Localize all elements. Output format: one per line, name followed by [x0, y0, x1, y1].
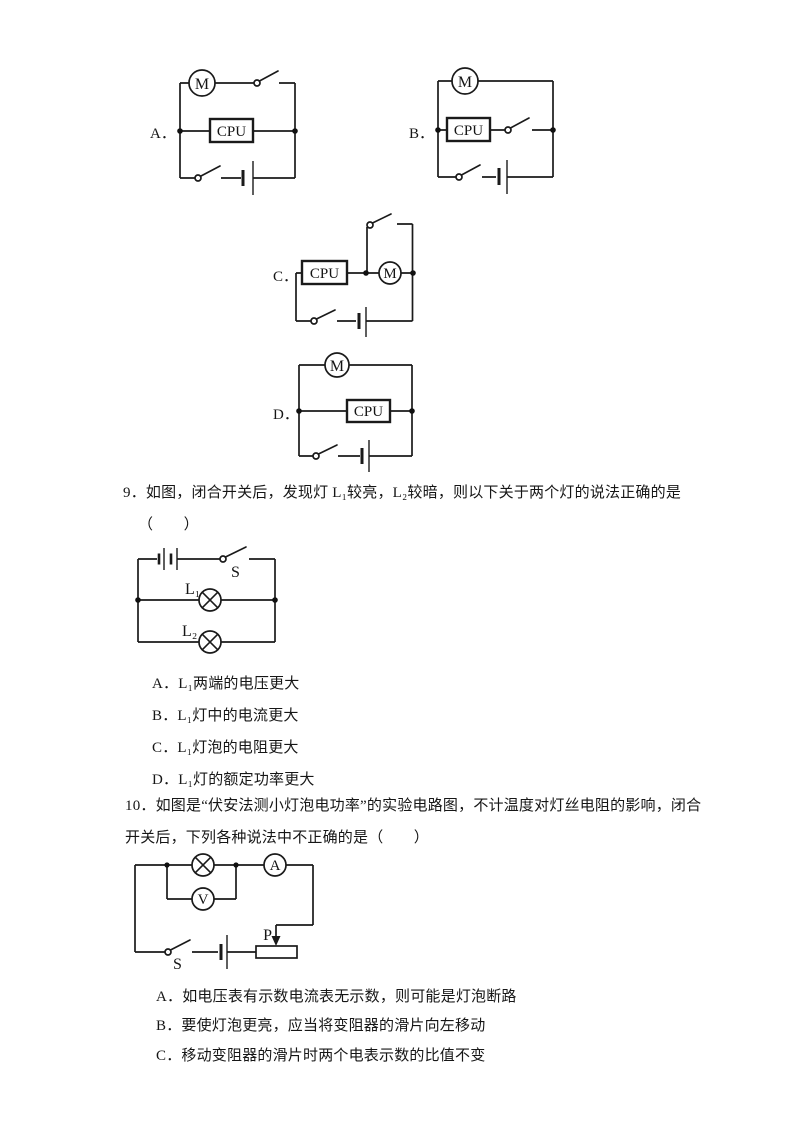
junction-dot: [164, 862, 170, 868]
rheostat-slider-label: P: [263, 927, 272, 944]
cpu-box: [345, 398, 392, 424]
motor-label: M: [458, 74, 472, 91]
ammeter-symbol: [263, 853, 287, 877]
switch-pivot-icon: [164, 948, 172, 956]
junction-dot: [292, 128, 298, 134]
lamp2-label: L₂: [182, 623, 197, 640]
cpu-label: CPU: [354, 404, 383, 420]
switch-label: S: [231, 564, 240, 581]
question9-option-d: D．L₁灯的额定功率更大: [152, 772, 315, 788]
question10-option-a: A．如电压表有示数电流表无示数，则可能是灯泡断路: [156, 989, 517, 1005]
rheostat-symbol: [255, 936, 298, 959]
switch-pivot-icon: [312, 452, 320, 460]
voltmeter-label: V: [198, 892, 209, 908]
junction-dot: [550, 127, 556, 133]
switch-pivot-icon: [310, 317, 318, 325]
cpu-label: CPU: [310, 266, 339, 282]
switch-pivot-icon: [366, 221, 374, 229]
battery-symbol: [360, 440, 370, 472]
junction-dot: [177, 128, 183, 134]
switch-pivot-icon: [219, 555, 227, 563]
motor-label: M: [195, 76, 209, 93]
motor-symbol: [451, 67, 479, 95]
motor-label: M: [383, 266, 396, 282]
switch-pivot-icon: [194, 174, 202, 182]
motor-symbol: [324, 352, 350, 378]
circuit-diagram-option-b: M CPU: [435, 67, 556, 194]
circuit-diagram-question10: A V P S: [134, 853, 314, 973]
junction-dot: [363, 270, 369, 276]
ammeter-label: A: [270, 858, 281, 874]
cpu-label: CPU: [217, 124, 246, 140]
motor-label: M: [330, 358, 344, 375]
cpu-box: [300, 259, 349, 286]
option-c-diagram-label: C．: [273, 269, 299, 285]
switch-pivot-icon: [253, 79, 261, 87]
battery-symbol: [219, 935, 228, 969]
voltmeter-symbol: [191, 887, 215, 911]
question9-stem-line1: 9．如图，闭合开关后，发现灯 L₁较亮，L₂较暗，则以下关于两个灯的说法正确的是: [123, 485, 682, 501]
junction-dot: [135, 597, 141, 603]
junction-dot: [233, 862, 239, 868]
lamp-symbol: [198, 588, 222, 612]
question10-option-b: B．要使灯泡更亮，应当将变阻器的滑片向左移动: [156, 1018, 486, 1034]
junction-dot: [272, 597, 278, 603]
lamp-symbol: [198, 630, 222, 654]
cpu-box: [445, 116, 492, 143]
cpu-label: CPU: [454, 123, 483, 139]
battery-symbol: [357, 307, 367, 337]
circuit-diagram-option-c: CPU M: [295, 213, 416, 337]
motor-symbol: [378, 261, 402, 285]
option-a-diagram-label: A．: [150, 126, 176, 142]
wires: [134, 864, 314, 953]
question9-option-a: A．L₁两端的电压更大: [152, 676, 300, 692]
question10-stem-line2: 开关后，下列各种说法中不正确的是（ ）: [125, 830, 430, 846]
battery-symbol: [157, 548, 178, 570]
junction-dot: [410, 270, 416, 276]
junction-dot: [409, 408, 415, 414]
motor-symbol: [188, 69, 216, 97]
junction-dot: [296, 408, 302, 414]
question10-stem-line1: 10．如图是“伏安法测小灯泡电功率”的实验电路图，不计温度对灯丝电阻的影响，闭合: [125, 798, 702, 814]
option-d-diagram-label: D．: [273, 407, 299, 423]
circuit-diagram-option-a: M CPU: [177, 69, 298, 195]
question10-option-c: C．移动变阻器的滑片时两个电表示数的比值不变: [156, 1048, 486, 1064]
switch-pivot-icon: [455, 173, 463, 181]
switch-pivot-icon: [504, 126, 512, 134]
question9-stem-line2: （ ）: [138, 517, 199, 533]
question9-option-b: B．L₁灯中的电流更大: [152, 708, 299, 724]
option-b-diagram-label: B．: [409, 126, 435, 142]
switch-label: S: [173, 956, 182, 973]
cpu-box: [208, 117, 255, 144]
lamp-symbol: [191, 853, 215, 877]
circuit-diagram-option-d: M CPU: [296, 352, 415, 472]
circuit-diagram-question9: S L₁ L₂: [135, 546, 278, 654]
question9-option-c: C．L₁灯泡的电阻更大: [152, 740, 299, 756]
lamp1-label: L₁: [185, 581, 200, 598]
battery-symbol: [241, 161, 254, 195]
battery-symbol: [497, 160, 508, 194]
junction-dot: [435, 127, 441, 133]
